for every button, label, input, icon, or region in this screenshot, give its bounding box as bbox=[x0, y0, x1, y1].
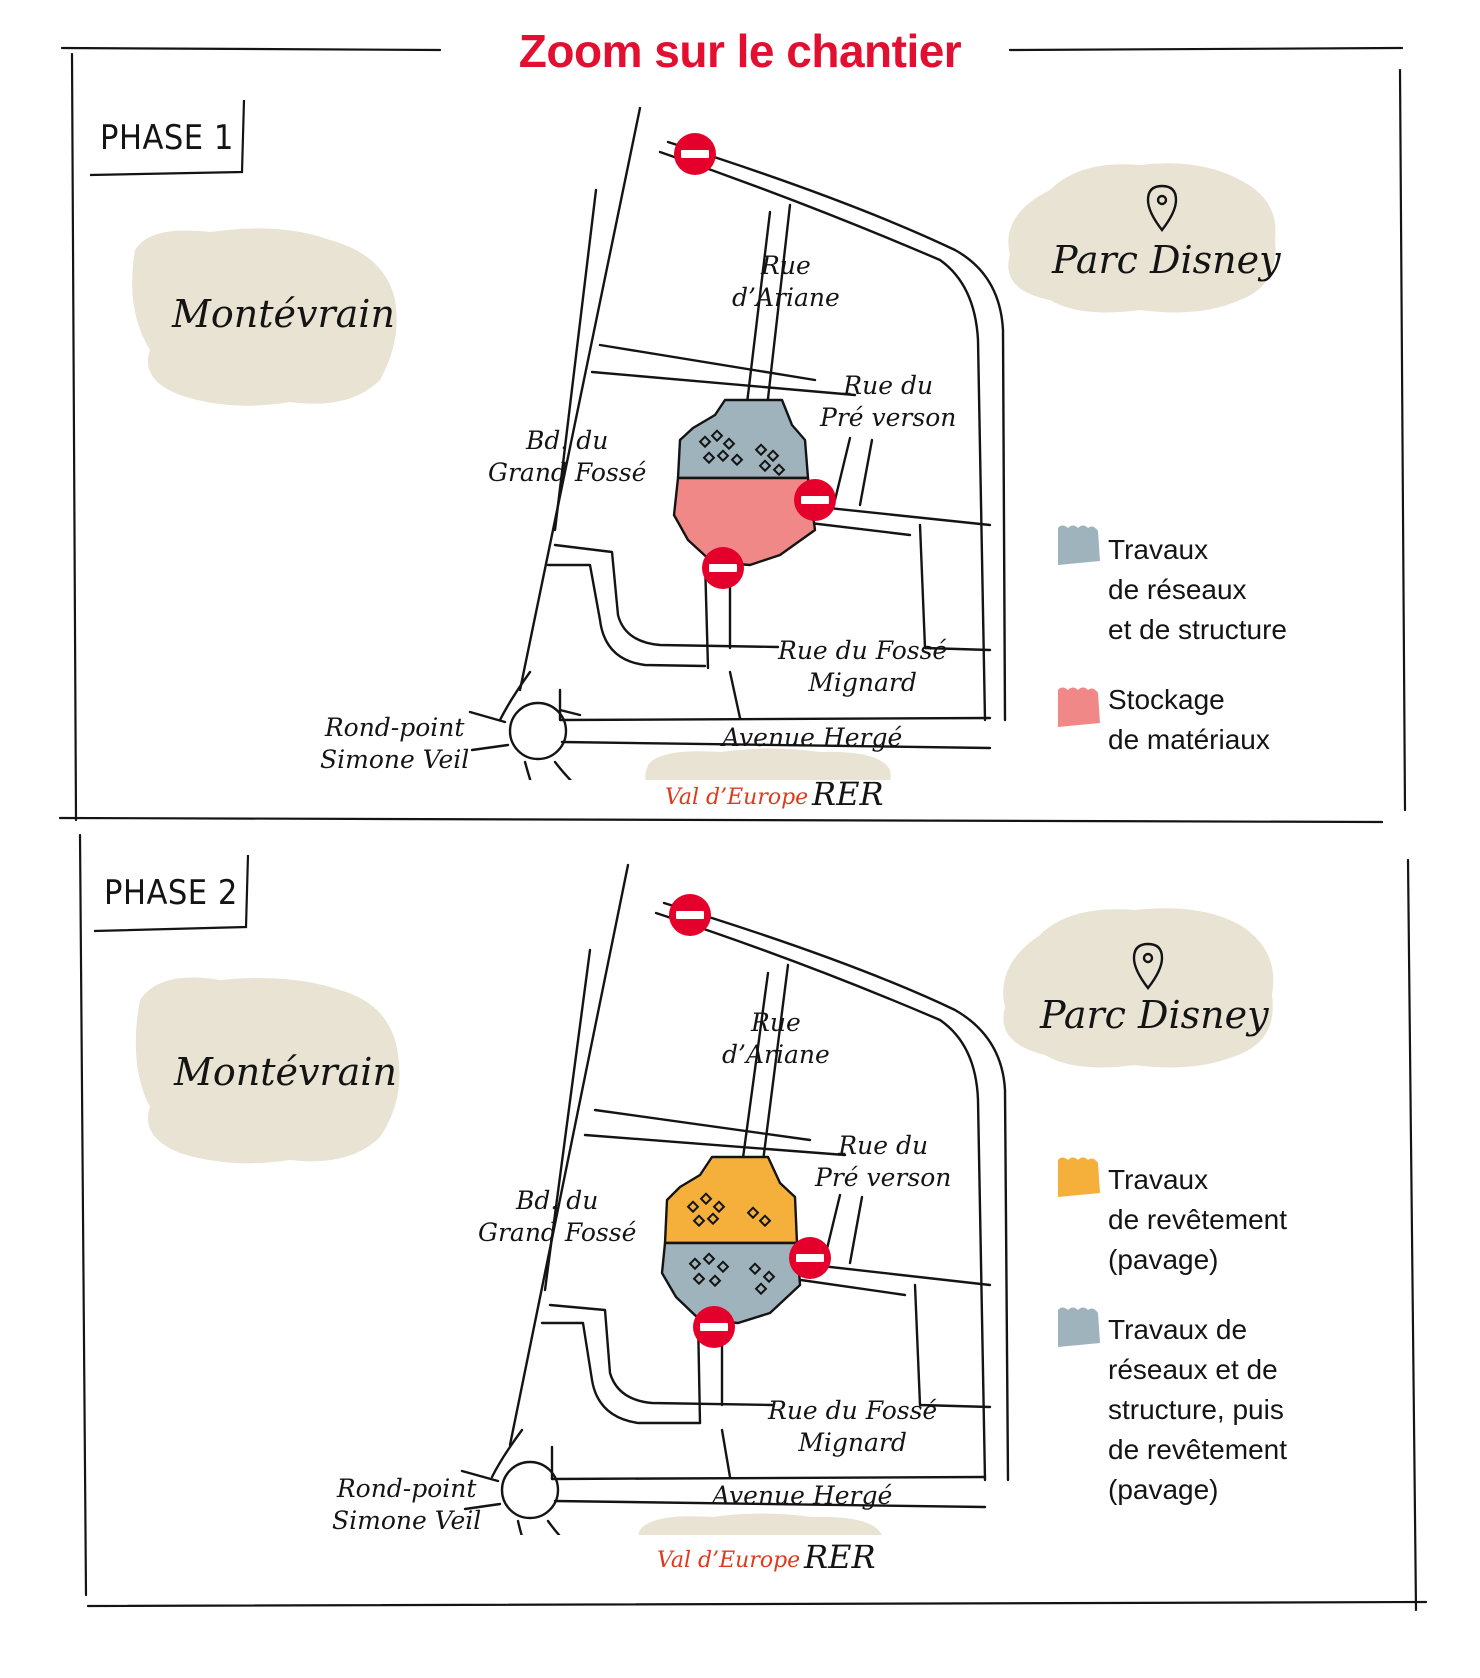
street-avenue-herge: Avenue Hergé bbox=[712, 1481, 893, 1510]
legend-label: Travaux de réseaux et de structure, puis… bbox=[1108, 1314, 1287, 1505]
map-pin-icon bbox=[1146, 184, 1178, 232]
page-title: Zoom sur le chantier bbox=[518, 25, 962, 77]
no-entry-sign-icon bbox=[669, 894, 711, 936]
legend-swatch bbox=[1058, 687, 1100, 727]
legend-item: Travaux de revêtement (pavage) bbox=[1058, 1160, 1287, 1280]
no-entry-sign-icon bbox=[674, 133, 716, 175]
rer-blob bbox=[645, 748, 891, 780]
no-entry-sign-icon bbox=[789, 1237, 831, 1279]
phase-1-map-drawing bbox=[89, 99, 1276, 780]
street-avenue-herge: Avenue Hergé bbox=[722, 723, 903, 752]
legend-item: Travaux de réseaux et de structure bbox=[1058, 530, 1287, 650]
rer-mark: RER bbox=[812, 775, 884, 813]
trees bbox=[686, 1192, 776, 1296]
rer-blob bbox=[638, 1513, 882, 1535]
montevrain-blob bbox=[135, 977, 400, 1164]
construction-site bbox=[660, 1155, 802, 1325]
town-montevrain: Montévrain bbox=[172, 292, 395, 336]
legend-phase-1: Travaux de réseaux et de structure Stock… bbox=[1058, 530, 1287, 790]
parc-disney-label: Parc Disney bbox=[1040, 993, 1269, 1037]
phase-label: PHASE 2 bbox=[104, 873, 238, 913]
legend-item: Travaux de réseaux et de structure, puis… bbox=[1058, 1310, 1287, 1510]
legend-item: Stockage de matériaux bbox=[1058, 680, 1287, 760]
trees bbox=[698, 429, 786, 477]
phase-2-map-drawing bbox=[93, 854, 1274, 1535]
legend-label: Travaux de réseaux et de structure bbox=[1108, 534, 1287, 645]
no-entry-sign-icon bbox=[794, 479, 836, 521]
no-entry-sign-icon bbox=[693, 1306, 735, 1348]
legend-label: Travaux de revêtement (pavage) bbox=[1108, 1164, 1287, 1275]
legend-label: Stockage de matériaux bbox=[1108, 684, 1270, 755]
parc-disney-blob bbox=[1008, 163, 1276, 313]
rer-station-label: Val d’Europe bbox=[657, 1548, 801, 1573]
legend-swatch bbox=[1058, 525, 1100, 565]
map-pin-icon bbox=[1132, 942, 1164, 990]
parc-disney-label: Parc Disney bbox=[1052, 238, 1281, 282]
parc-disney-blob bbox=[1003, 908, 1274, 1068]
montevrain-blob bbox=[132, 228, 397, 406]
legend-phase-2: Travaux de revêtement (pavage) Travaux d… bbox=[1058, 1160, 1287, 1540]
rer-mark: RER bbox=[804, 1538, 876, 1576]
no-entry-sign-icon bbox=[702, 547, 744, 589]
town-montevrain: Montévrain bbox=[174, 1050, 397, 1094]
construction-site bbox=[672, 398, 817, 567]
rer-station-label: Val d’Europe bbox=[665, 785, 809, 810]
legend-swatch bbox=[1058, 1307, 1100, 1347]
legend-swatch bbox=[1058, 1157, 1100, 1197]
phase-label: PHASE 1 bbox=[100, 118, 234, 158]
